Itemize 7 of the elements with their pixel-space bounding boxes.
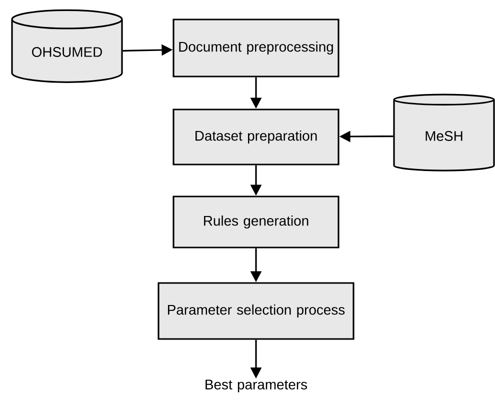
process-box: Rules generation (172, 196, 340, 248)
database-cylinder: MeSH (393, 94, 495, 172)
process-box: Parameter selection process (158, 282, 354, 340)
database-cylinder: OHSUMED (11, 9, 123, 83)
output-text: Best parameters (206, 380, 308, 392)
process-box: Document preprocessing (172, 18, 340, 78)
process-box: Dataset preparation (172, 108, 340, 166)
